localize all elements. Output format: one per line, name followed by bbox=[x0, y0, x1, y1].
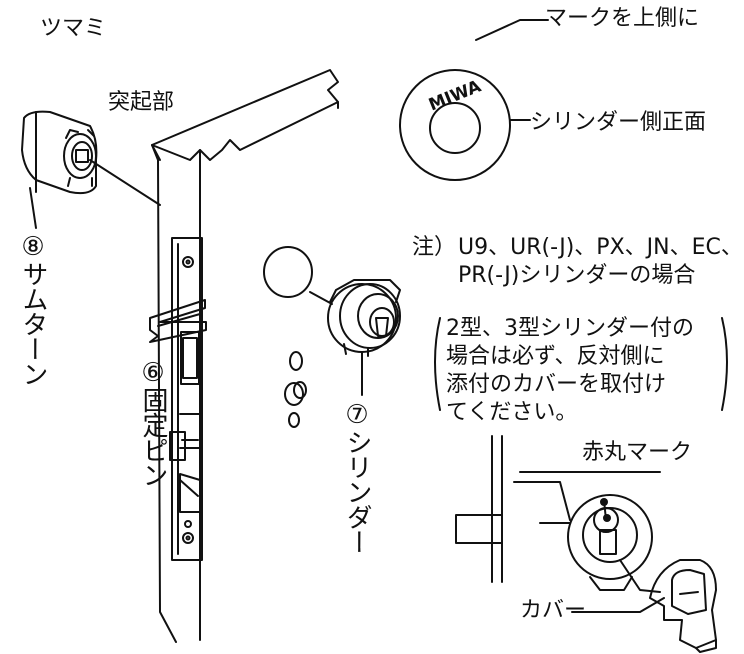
fixing-pin bbox=[149, 299, 207, 343]
note-prefix: 注） bbox=[412, 235, 457, 260]
label-protrusion: 突起部 bbox=[108, 90, 175, 115]
lock-faceplate bbox=[169, 237, 203, 561]
red-mark-dot-lower bbox=[603, 514, 611, 522]
door-holes bbox=[263, 246, 313, 428]
note-paren-line-2: 場合は必ず、反対側に bbox=[446, 344, 665, 369]
label-mark-top: マークを上側に bbox=[545, 6, 700, 31]
note-paren-line-3: 添付のカバーを取付け bbox=[446, 372, 667, 397]
note-paren-line-4: てください。 bbox=[446, 400, 578, 425]
red-mark-dot-upper bbox=[600, 498, 608, 506]
label-cylinder: ⑦シリンダー bbox=[342, 400, 372, 554]
label-tsumami: ツマミ bbox=[40, 16, 107, 41]
label-cover: カバー bbox=[520, 598, 587, 623]
cylinder bbox=[309, 279, 401, 396]
note-line-1: U9、UR(-J)、PX、JN、EC、 bbox=[458, 235, 743, 260]
note-line-2: PR(-J)シリンダーの場合 bbox=[458, 263, 696, 288]
label-cylinder-front: シリンダー側正面 bbox=[530, 110, 707, 135]
note-brackets bbox=[434, 317, 728, 411]
cylinder-front-view bbox=[399, 19, 549, 181]
label-fixing-pin: ⑥固定ピン bbox=[138, 358, 168, 487]
door bbox=[151, 69, 339, 643]
red-dots bbox=[600, 498, 611, 522]
label-thumb-turn: ⑧サムターン bbox=[18, 232, 48, 386]
thumb-turn bbox=[21, 110, 161, 229]
note-paren-line-1: 2型、3型シリンダー付の bbox=[446, 316, 694, 341]
label-red-mark: 赤丸マーク bbox=[582, 440, 693, 465]
